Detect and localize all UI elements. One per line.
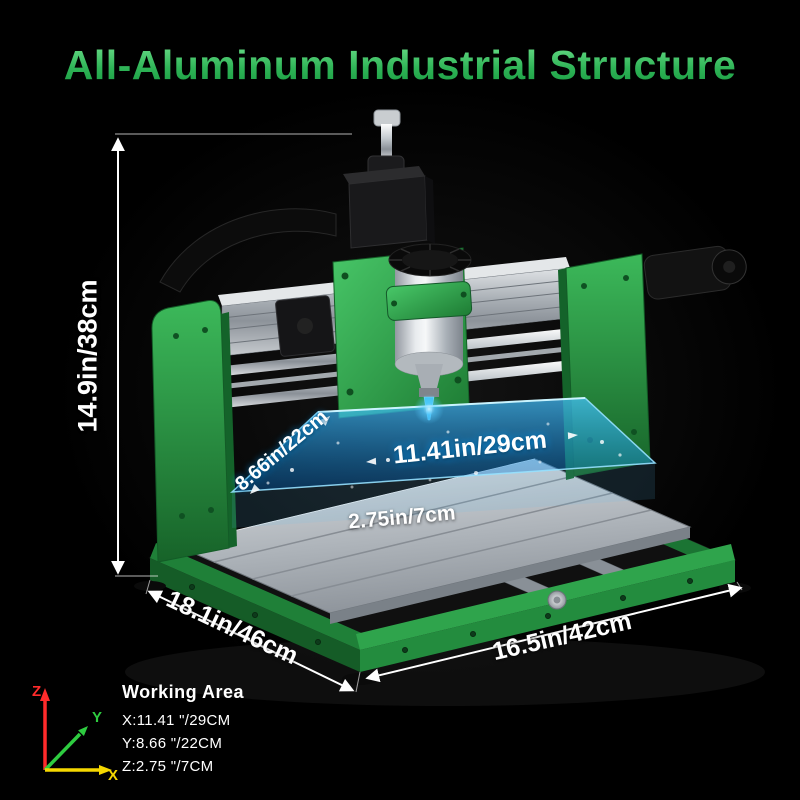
left-side-plate [151, 300, 237, 563]
x-axis-arrow-icon [99, 765, 112, 775]
z-axis-label: Z [32, 683, 41, 700]
dimension-lines [111, 133, 743, 693]
spindle [385, 243, 473, 421]
z-axis-arrow-icon [40, 688, 50, 701]
spindle-fan [388, 243, 472, 277]
leadscrew-knob [547, 590, 567, 610]
depth-dimension-line [147, 590, 355, 692]
bit-glow [414, 394, 444, 424]
working-area-z: Z:2.75 "/7CM [122, 758, 214, 775]
y-axis-label: Y [92, 709, 102, 726]
width-dimension-line [365, 583, 743, 683]
x-axis-label: X [108, 767, 118, 784]
working-area-y: Y:8.66 "/22CM [122, 735, 223, 752]
overall-height-label: 14.9in/38cm [72, 279, 103, 433]
y-axis-arrow-icon [78, 726, 88, 736]
xyz-axis-indicator: Z Y X [32, 683, 118, 784]
page-title: All-Aluminum Industrial Structure [0, 42, 800, 89]
working-area-x: X:11.41 "/29CM [122, 712, 231, 729]
overlay-arrowheads [250, 416, 578, 494]
working-area-panel: Working Area X:11.41 "/29CM Y:8.66 "/22C… [122, 682, 244, 781]
x-axis-motor [643, 245, 747, 300]
y-axis-motor [275, 295, 335, 357]
working-area-heading: Working Area [122, 682, 245, 702]
z-axis-motor [343, 109, 435, 249]
sparkles [266, 422, 622, 489]
work-area-overlay [229, 394, 657, 528]
z-carriage [332, 109, 473, 421]
spindle-clamp [385, 281, 473, 321]
carry-handle [159, 208, 337, 293]
